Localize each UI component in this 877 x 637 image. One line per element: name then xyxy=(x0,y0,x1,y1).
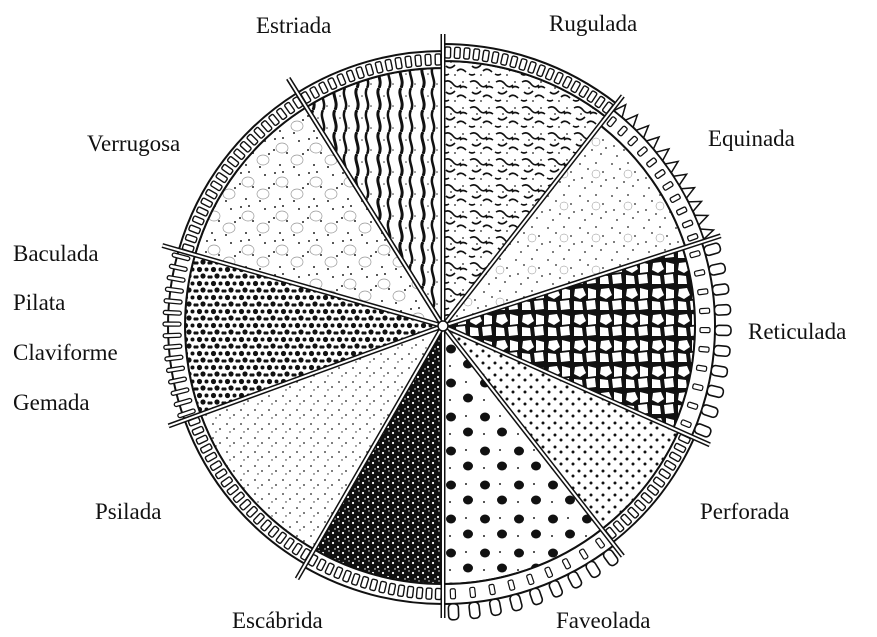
label-escabrida: Escábrida xyxy=(232,609,323,632)
label-perforada: Perforada xyxy=(700,500,789,523)
label-baculada: Baculada xyxy=(13,242,99,265)
center-point xyxy=(438,321,448,331)
label-claviforme: Claviforme xyxy=(13,341,118,364)
label-rugulada: Rugulada xyxy=(549,12,637,35)
label-estriada: Estriada xyxy=(256,14,331,37)
label-faveolada: Faveolada xyxy=(556,609,651,632)
label-pilata: Pilata xyxy=(13,291,65,314)
label-psilada: Psilada xyxy=(95,500,161,523)
label-gemada: Gemada xyxy=(13,391,90,414)
label-equinada: Equinada xyxy=(708,127,795,150)
label-verrugosa: Verrugosa xyxy=(87,132,180,155)
label-reticulada: Reticulada xyxy=(748,320,846,343)
